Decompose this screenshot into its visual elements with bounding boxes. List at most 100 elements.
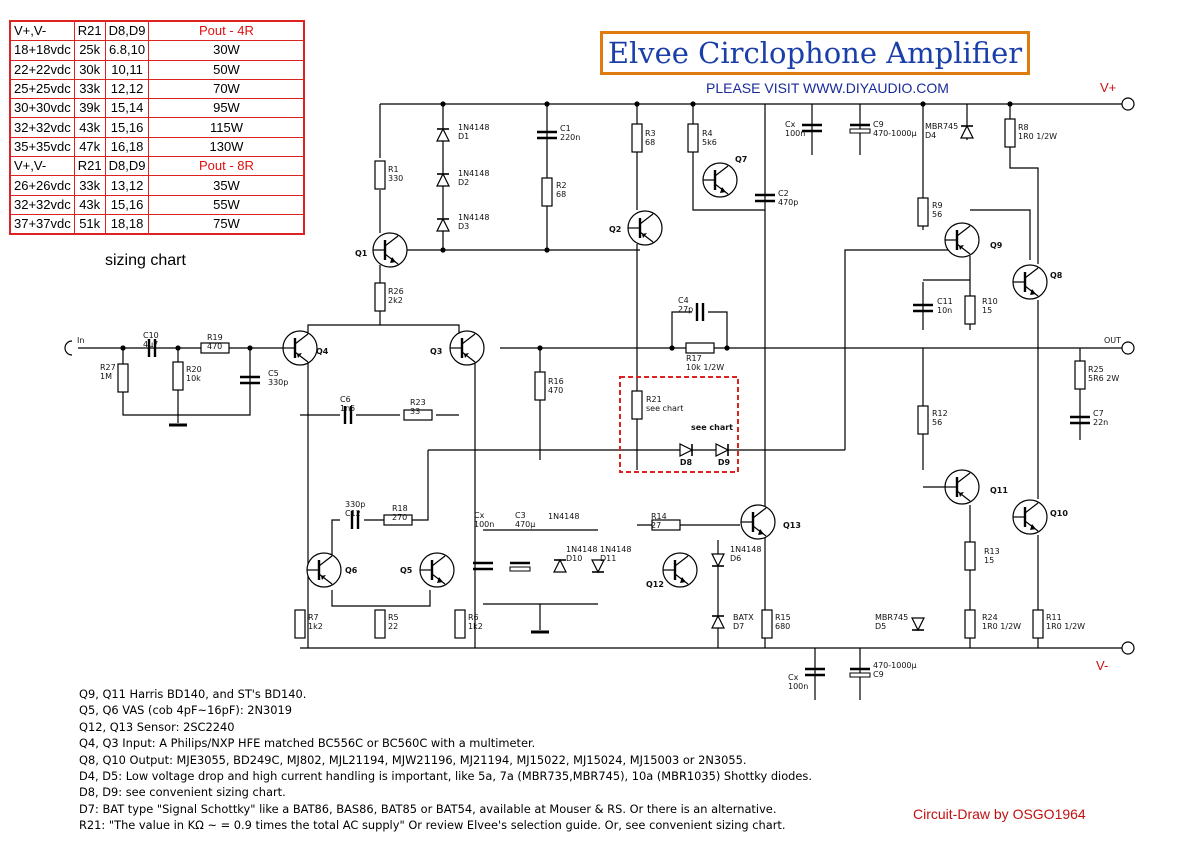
label-Q8: Q8 (1050, 271, 1063, 280)
label-R9: 56 (932, 210, 942, 219)
chart-cell: 15,16 (104, 117, 150, 138)
out-label: OUT (1104, 336, 1121, 345)
transistor-Q9-emitter (956, 243, 971, 255)
label-Cx2: Cx (788, 673, 799, 682)
label-R9: R9 (932, 201, 943, 210)
label-C10: C10 (143, 331, 159, 340)
diode-D5 (911, 617, 925, 632)
r21-highlight-box (619, 376, 739, 473)
transistor-Q4-arrow (297, 353, 302, 358)
chart-header-cell: D8,D9 (104, 156, 150, 177)
label-D6: D6 (730, 554, 741, 563)
label-R27: R27 (100, 363, 116, 372)
wire (307, 324, 460, 334)
label-R19: 470 (207, 342, 222, 351)
transistor-Q13-arrow (758, 529, 764, 535)
resistor-R27 (117, 363, 129, 393)
transistor-Q10-collector (1024, 502, 1039, 514)
junction-dot (690, 101, 696, 107)
junction-dot (537, 345, 543, 351)
resistor-R6 (454, 609, 466, 639)
transistor-Q3-collector (461, 333, 476, 345)
label-Cx3: 100n (474, 520, 494, 529)
transistor-Q12-arrow (680, 577, 686, 583)
label-C7: 22n (1093, 418, 1108, 427)
label-D10-top: 1N4148 (548, 512, 579, 521)
chart-cell: 18,18 (104, 213, 150, 235)
label-R21: R21 (646, 395, 662, 404)
label-D8: D8 (680, 458, 693, 467)
label-C6: 1n5 (340, 404, 355, 413)
resistor-R24 (964, 609, 976, 639)
resistor-R1 (374, 160, 386, 190)
label-Q6: Q6 (345, 566, 358, 575)
transistor-Q5-arrow (437, 577, 443, 583)
d8-d9-note: see chart (691, 423, 733, 432)
label-R12: 56 (932, 418, 942, 427)
label-C11: C11 (937, 297, 953, 306)
note-line: D8, D9: see convenient sizing chart. (79, 785, 286, 800)
note-line: Q4, Q3 Input: A Philips/NXP HFE matched … (79, 736, 536, 751)
transistor-Q13-collector (752, 507, 767, 519)
label-D11: 1N4148 (600, 545, 631, 554)
resistor-R8 (1004, 118, 1016, 148)
diode-D9 (715, 443, 730, 457)
resistor-R14 (651, 519, 681, 531)
chart-header-cell: R21 (73, 20, 106, 42)
label-C7: C7 (1093, 409, 1104, 418)
chart-cell: 55W (148, 194, 305, 215)
label-R5: 22 (388, 622, 398, 631)
label-R18: 270 (392, 513, 407, 522)
note-line: D4, D5: Low voltage drop and high curren… (79, 769, 812, 784)
input-terminal (64, 340, 73, 356)
label-R14: R14 (651, 512, 667, 521)
diode-D11 (591, 559, 605, 574)
wire (844, 249, 950, 450)
visit-notice: PLEASE VISIT WWW.DIYAUDIO.COM (706, 80, 949, 96)
chart-cell: 12,12 (104, 78, 150, 100)
chart-cell: 15,14 (104, 98, 150, 119)
components (64, 97, 1135, 678)
wire (671, 311, 692, 348)
chart-cell: 43k (73, 117, 106, 138)
junction-dot (669, 345, 675, 351)
label-C9a: C9 (873, 120, 884, 129)
diode-D7 (711, 614, 725, 629)
transistor-Q11-arrow (959, 492, 964, 497)
label-R24: 1R0 1/2W (982, 622, 1021, 631)
label-D6: 1N4148 (730, 545, 761, 554)
resistor-R21 (631, 390, 643, 420)
label-C4: C4 (678, 296, 689, 305)
resistor-R9 (917, 197, 929, 227)
credit-line: Circuit-Draw by OSGO1964 (913, 806, 1086, 822)
chart-cell: 37+37vdc (9, 213, 75, 235)
transistor-Q2-arrow (642, 233, 647, 238)
label-C1: C1 (560, 124, 571, 133)
resistor-R19 (200, 342, 230, 354)
chart-header-cell: V+,V- (9, 156, 75, 177)
note-line: Q12, Q13 Sensor: 2SC2240 (79, 719, 235, 734)
label-R14: 27 (651, 521, 661, 530)
wire (412, 450, 429, 521)
transistor-Q12-collector (674, 555, 689, 567)
label-R18: R18 (392, 504, 408, 513)
junction-dot (724, 345, 730, 351)
note-line: Q8, Q10 Output: MJE3055, BD249C, MJ802, … (79, 752, 747, 767)
label-D10: D10 (566, 554, 582, 563)
junction-dot (544, 247, 550, 253)
label-Cx3: Cx (474, 511, 485, 520)
chart-header-cell: Pout - 4R (148, 20, 305, 42)
note-line: R21: "The value in KΩ ~ = 0.9 times the … (79, 818, 786, 833)
label-D4: D4 (925, 131, 936, 140)
junction-dot (120, 345, 126, 351)
label-R2: R2 (556, 181, 567, 190)
diode-D8 (679, 443, 694, 457)
resistor-R15 (761, 609, 773, 639)
resistor-R17 (685, 342, 715, 354)
label-C3: C3 (515, 511, 526, 520)
resistor-R4 (687, 123, 699, 153)
transistor-Q5-collector (431, 555, 446, 567)
